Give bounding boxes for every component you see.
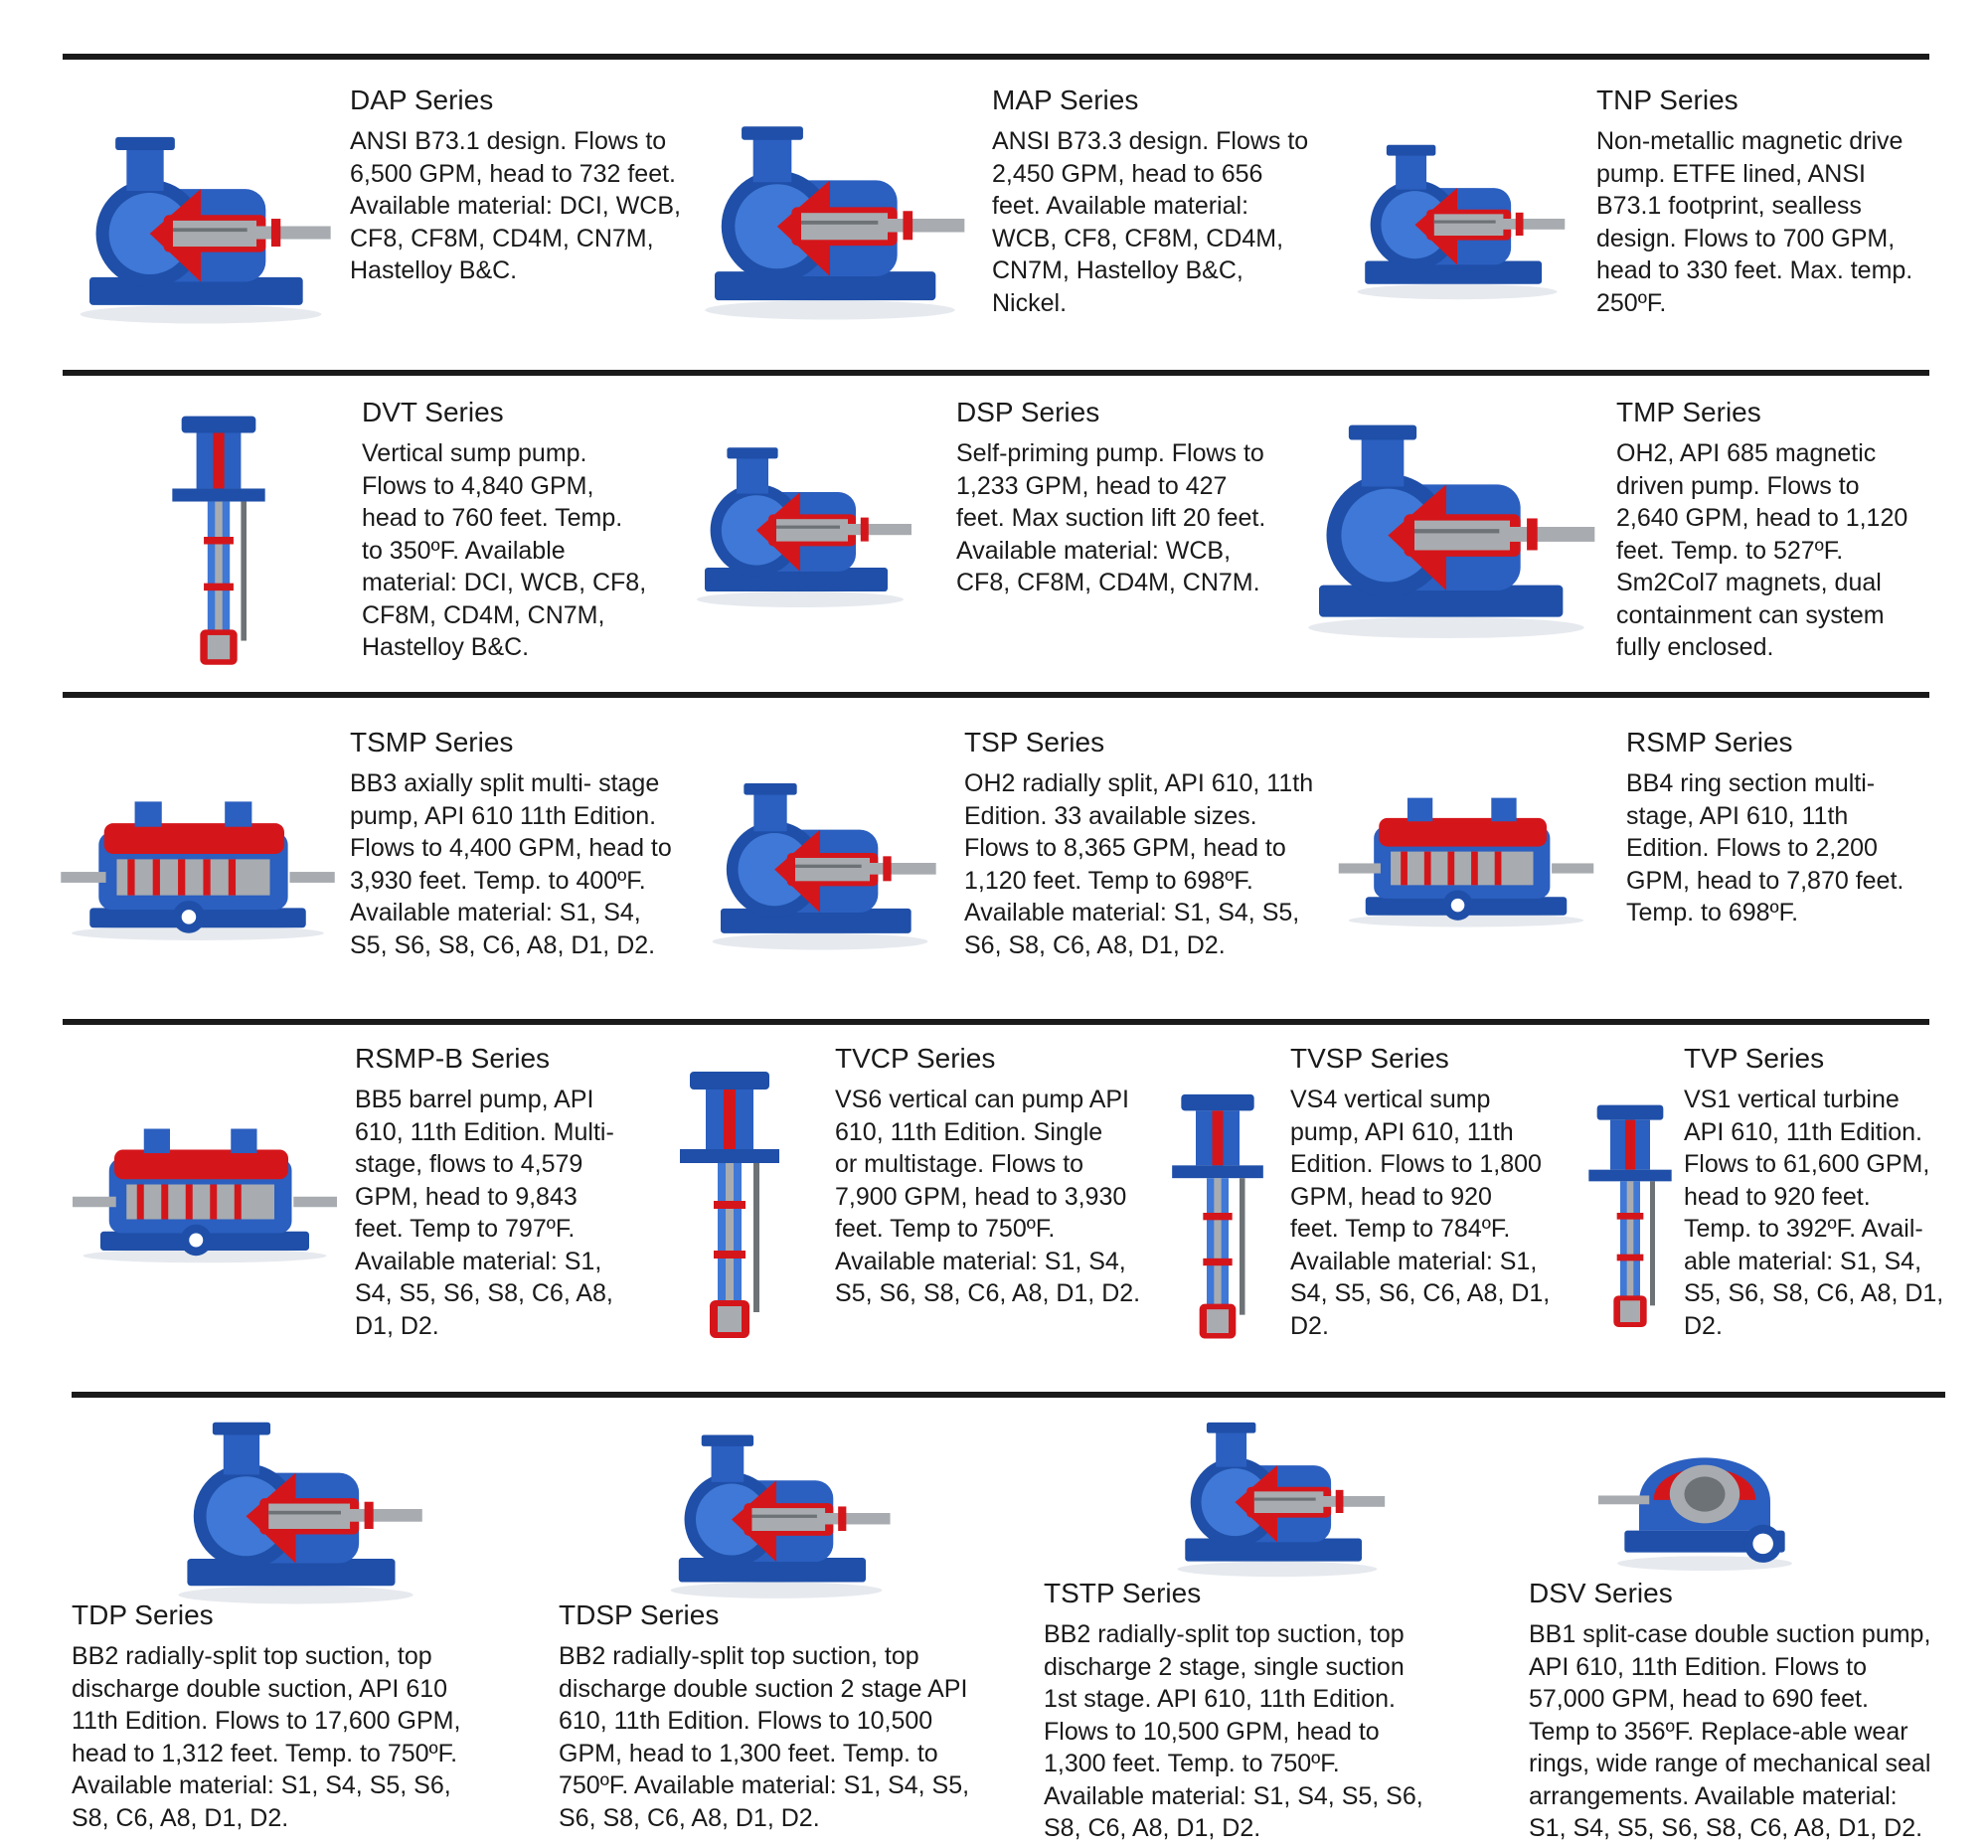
vertical-pump-icon: [650, 1052, 809, 1350]
horizontal-pump-icon: [622, 1424, 930, 1602]
horizontal-pump-icon: [62, 109, 340, 343]
horizontal-pump-icon: [681, 400, 919, 648]
section-divider: [72, 1392, 1945, 1398]
series-description: BB2 radially-split top suction, top disc…: [1044, 1620, 1423, 1842]
series-description: ANSI B73.3 design. Flows to 2,450 GPM, h…: [992, 127, 1309, 317]
series-title: TSTP Series: [1044, 1578, 1202, 1608]
horizontal-pump-icon: [1342, 104, 1573, 333]
multistage-pump-icon: [1332, 775, 1600, 934]
section-divider: [63, 1019, 1929, 1025]
vertical-pump-icon: [139, 398, 298, 676]
series-description: OH2, API 685 magnetic driven pump. Flows…: [1616, 439, 1908, 661]
horizontal-pump-icon: [159, 1410, 432, 1608]
multistage-pump-icon: [54, 773, 342, 952]
horizontal-pump-icon: [1143, 1412, 1411, 1581]
series-description: BB2 radially-split top suction, top disc…: [559, 1642, 970, 1832]
series-description: VS1 vertical turbine API 610, 11th Editi…: [1684, 1086, 1944, 1340]
series-title: TVP Series: [1684, 1043, 1825, 1074]
series-description: OH2 radially split, API 610, 11th Editio…: [964, 769, 1314, 959]
series-description: Vertical sump pump. Flows to 4,840 GPM, …: [362, 439, 647, 661]
series-description: BB5 barrel pump, API 610, 11th Edition. …: [355, 1086, 614, 1340]
series-title: TMP Series: [1616, 397, 1761, 427]
series-title: TVCP Series: [835, 1043, 996, 1074]
series-title: TVSP Series: [1290, 1043, 1449, 1074]
series-description: ANSI B73.1 design. Flows to 6,500 GPM, h…: [350, 127, 681, 284]
series-title: TDP Series: [72, 1599, 214, 1630]
series-description: BB1 split-case double suction pump, API …: [1529, 1620, 1931, 1842]
series-description: Non-metallic magnetic drive pump. ETFE l…: [1596, 127, 1913, 317]
multistage-pump-icon: [66, 1093, 344, 1282]
series-description: BB3 axially split multi- stage pump, API…: [350, 769, 672, 959]
series-title: DVT Series: [362, 397, 504, 427]
vertical-pump-icon: [1580, 1044, 1680, 1382]
series-title: TNP Series: [1596, 84, 1739, 115]
section-divider: [63, 692, 1929, 698]
series-title: DSP Series: [956, 397, 1100, 427]
series-title: TDSP Series: [559, 1599, 720, 1630]
section-divider: [63, 370, 1929, 376]
series-title: TSP Series: [964, 727, 1105, 757]
series-title: TSMP Series: [350, 727, 514, 757]
series-description: Self-priming pump. Flows to 1,233 GPM, h…: [956, 439, 1266, 596]
series-title: DAP Series: [350, 84, 494, 115]
series-description: BB2 radially-split top suction, top disc…: [72, 1642, 461, 1832]
horizontal-pump-icon: [1287, 408, 1605, 646]
series-title: RSMP-B Series: [355, 1043, 551, 1074]
horizontal-pump-icon: [686, 109, 974, 328]
series-description: VS6 vertical can pump API 610, 11th Edit…: [835, 1086, 1141, 1307]
horizontal-pump-icon: [696, 763, 944, 962]
series-description: BB4 ring section multi- stage, API 610, …: [1626, 769, 1905, 926]
series-title: RSMP Series: [1626, 727, 1793, 757]
section-divider: [63, 54, 1929, 60]
series-title: DSV Series: [1529, 1578, 1673, 1608]
split-case-pump-icon: [1595, 1410, 1814, 1579]
vertical-pump-icon: [1163, 1044, 1272, 1382]
series-title: MAP Series: [992, 84, 1139, 115]
series-description: VS4 vertical sump pump, API 610, 11th Ed…: [1290, 1086, 1551, 1340]
